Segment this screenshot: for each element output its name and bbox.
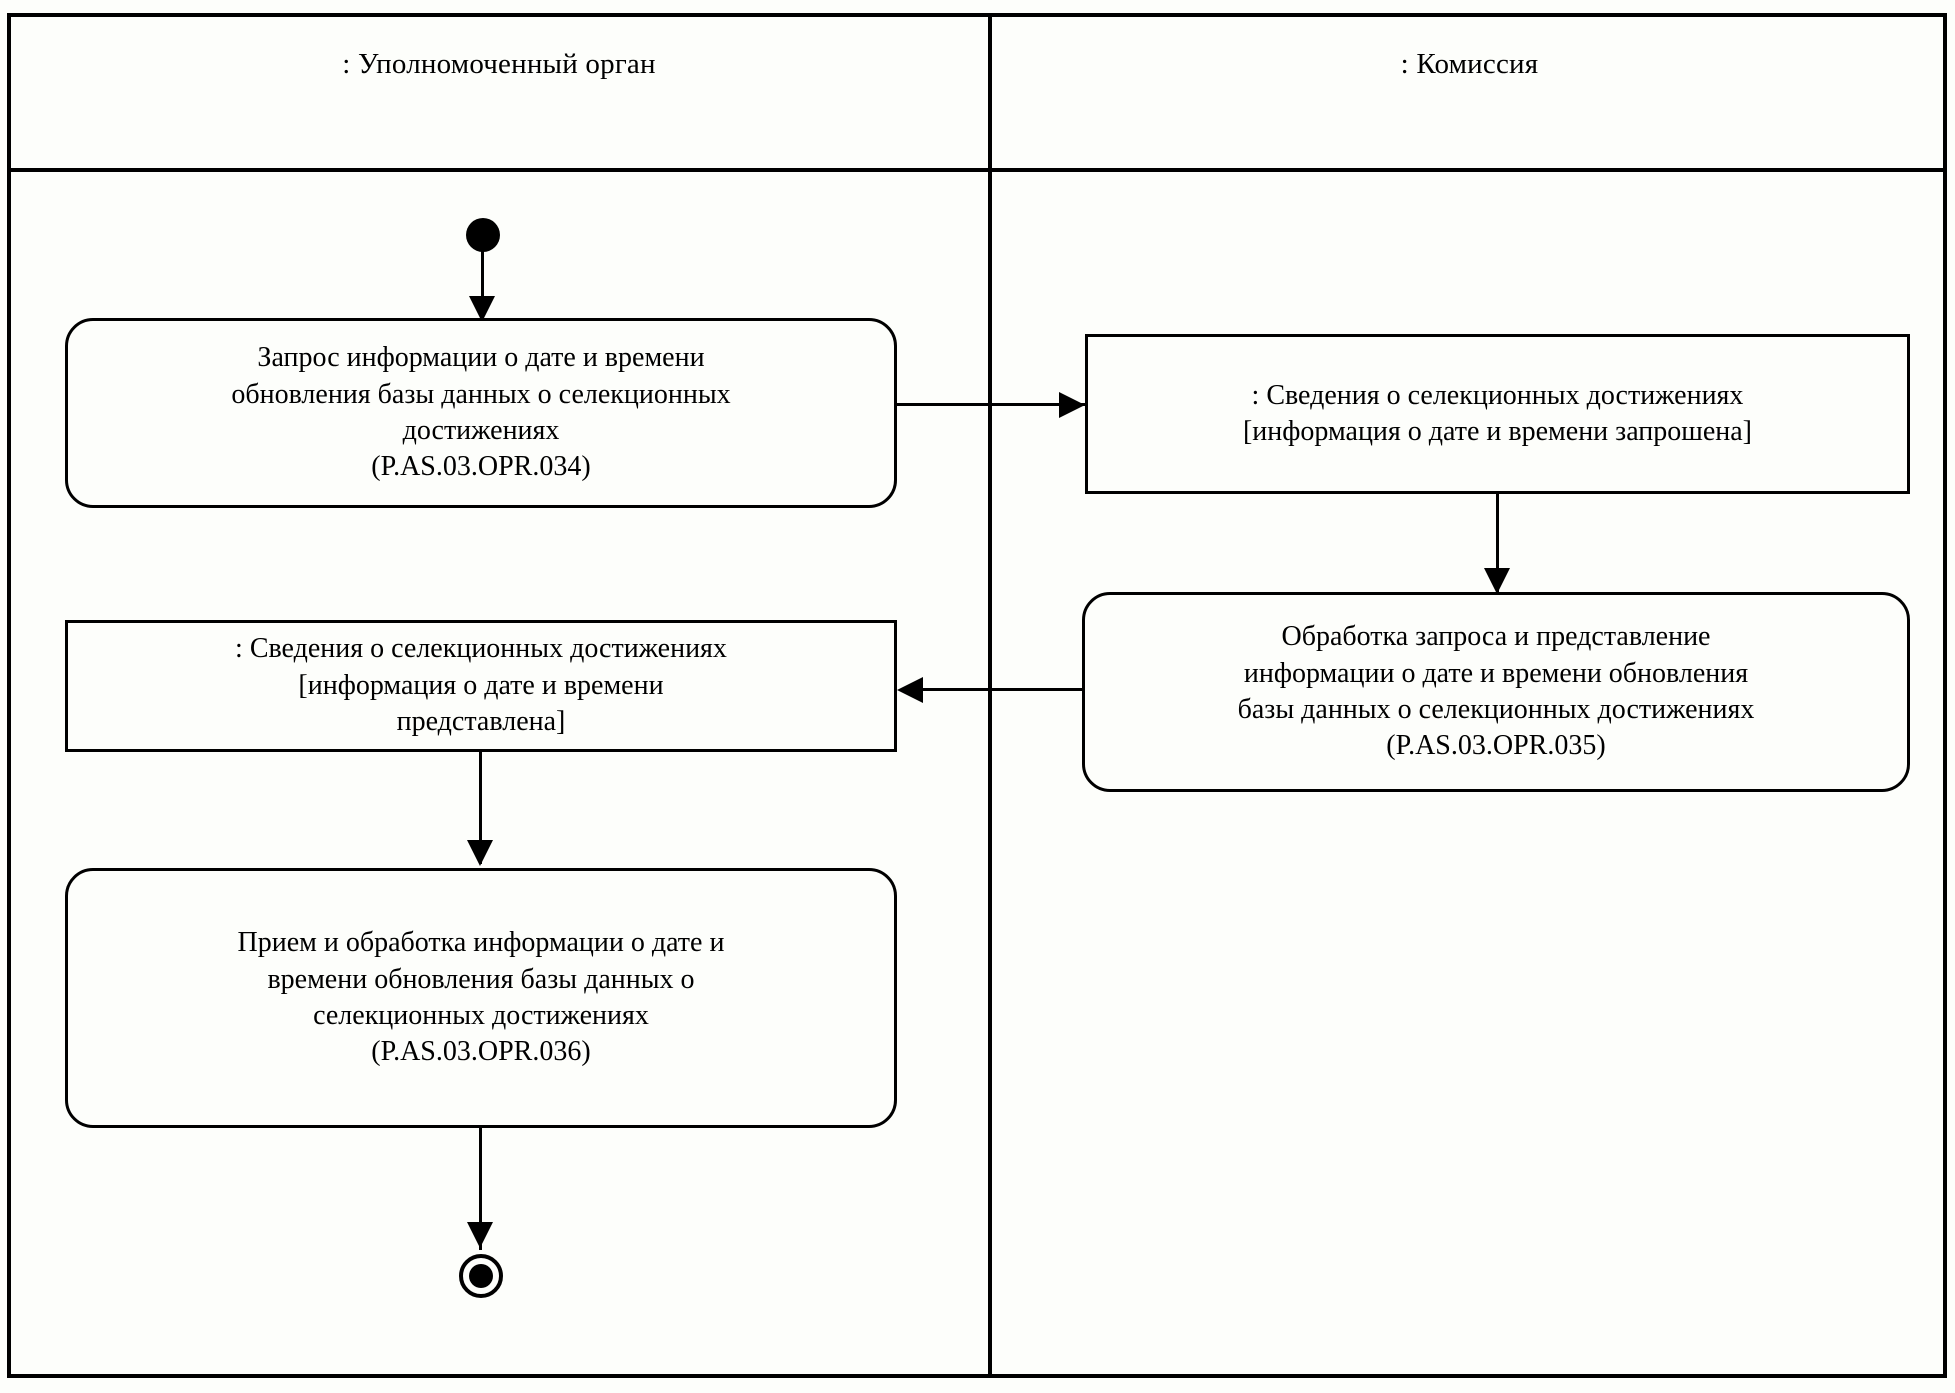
edge-activity-034-to-object-requested — [897, 403, 1085, 406]
activity-034-line-1: Запрос информации о дате и времени — [257, 342, 705, 374]
swimlane-title-commission: : Комиссия — [1400, 48, 1539, 80]
activity-node-process-request[interactable]: Обработка запроса и представление информ… — [1082, 592, 1910, 792]
activity-035-line-3: базы данных о селекционных достижениях — [1237, 694, 1755, 725]
activity-035-code: (P.AS.03.OPR.035) — [1386, 730, 1606, 762]
edge-activity-035-to-object-provided — [923, 688, 1085, 691]
final-node — [459, 1254, 503, 1298]
arrowhead-down-icon — [469, 296, 495, 322]
swimlane-header-divider — [7, 168, 1947, 172]
activity-034-line-2: обновления базы данных о селекционных — [231, 378, 731, 410]
arrowhead-right-icon — [1059, 392, 1085, 418]
activity-036-line-2: времени обновления базы данных о — [267, 963, 695, 995]
object-requested-line-1: : Сведения о селекционных достижениях — [1251, 379, 1744, 411]
object-provided-line-2: [информация о дате и времени — [298, 669, 664, 701]
activity-035-line-1: Обработка запроса и представление — [1281, 621, 1711, 653]
activity-035-line-2: информации о дате и времени обновления — [1243, 657, 1749, 689]
object-node-info-provided[interactable]: : Сведения о селекционных достижениях [и… — [65, 620, 897, 752]
swimlane-title-authorized-body: : Уполномоченный орган — [342, 48, 656, 80]
arrowhead-left-icon — [897, 677, 923, 703]
edge-activity-036-to-end — [479, 1128, 482, 1250]
arrowhead-down-icon — [467, 840, 493, 866]
edge-object-provided-to-activity-036 — [479, 752, 482, 864]
object-provided-line-3: представлена] — [396, 706, 566, 738]
object-provided-line-1: : Сведения о селекционных достижениях — [235, 633, 727, 665]
activity-034-code: (P.AS.03.OPR.034) — [371, 451, 591, 483]
edge-object-requested-to-activity-035 — [1496, 494, 1499, 594]
activity-034-line-3: достижениях — [402, 415, 560, 446]
activity-node-request-info[interactable]: Запрос информации о дате и времени обнов… — [65, 318, 897, 508]
activity-036-code: (P.AS.03.OPR.036) — [371, 1036, 591, 1068]
object-node-info-requested[interactable]: : Сведения о селекционных достижениях [и… — [1085, 334, 1910, 494]
arrowhead-down-icon — [1484, 568, 1510, 594]
activity-node-receive-process-info[interactable]: Прием и обработка информации о дате и вр… — [65, 868, 897, 1128]
object-requested-line-2: [информация о дате и времени запрошена] — [1242, 416, 1752, 447]
activity-036-line-1: Прием и обработка информации о дате и — [237, 927, 725, 959]
edge-start-to-activity-034 — [481, 250, 484, 322]
initial-node — [466, 218, 500, 252]
arrowhead-down-icon — [467, 1222, 493, 1248]
swimlane-vertical-divider — [988, 13, 992, 1378]
activity-036-line-3: селекционных достижениях — [313, 1000, 649, 1031]
